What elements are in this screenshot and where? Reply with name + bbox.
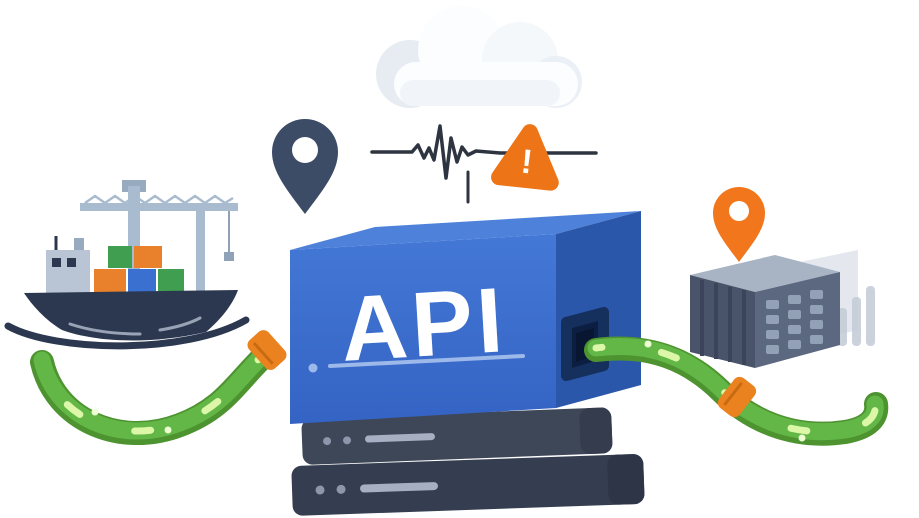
container-left-face bbox=[690, 275, 755, 368]
container-window-grid bbox=[766, 290, 823, 354]
cloud-icon bbox=[376, 6, 582, 108]
rack-slot bbox=[365, 433, 435, 443]
cable-connector bbox=[247, 330, 287, 370]
server-rack-upper bbox=[301, 407, 613, 465]
cube-top-face bbox=[290, 211, 641, 250]
pin-hole bbox=[729, 201, 749, 221]
warning-exclamation: ! bbox=[519, 143, 534, 182]
cable-connector bbox=[717, 376, 757, 418]
signal-waveform-icon bbox=[370, 124, 598, 204]
rack-slot bbox=[360, 482, 438, 493]
cube-front-face bbox=[290, 234, 556, 424]
pin-hole bbox=[292, 137, 318, 163]
rack-led bbox=[323, 437, 332, 446]
ship-cabin bbox=[46, 250, 90, 293]
cable-glow-dot bbox=[164, 426, 172, 434]
dock-platform bbox=[4, 316, 250, 350]
cable-left bbox=[30, 330, 287, 445]
shipping-container-icon bbox=[690, 255, 840, 368]
cable-glow-dot bbox=[91, 408, 99, 416]
container-top bbox=[690, 255, 840, 292]
rack-led bbox=[315, 485, 325, 495]
container-ridges bbox=[700, 280, 746, 365]
cable-glow-segments bbox=[592, 342, 879, 436]
location-pin-icon bbox=[272, 119, 338, 214]
server-rack-lower bbox=[291, 454, 645, 516]
cargo-ship-icon bbox=[4, 180, 250, 350]
api-cube: API bbox=[290, 211, 641, 424]
cube-detail-dot bbox=[308, 363, 318, 373]
cable-glow-dot bbox=[644, 340, 652, 348]
crane-hook bbox=[224, 252, 234, 261]
warning-alert-icon: ! bbox=[491, 124, 559, 191]
ship-deck-containers bbox=[94, 246, 184, 293]
cube-detail-line bbox=[328, 354, 525, 368]
cable-right bbox=[584, 336, 889, 446]
cable-glow-dot bbox=[798, 434, 806, 442]
rack-led bbox=[336, 484, 346, 494]
rack-led bbox=[343, 436, 352, 445]
orange-location-pin-icon bbox=[713, 187, 765, 262]
bar-chart-icon bbox=[838, 286, 875, 346]
